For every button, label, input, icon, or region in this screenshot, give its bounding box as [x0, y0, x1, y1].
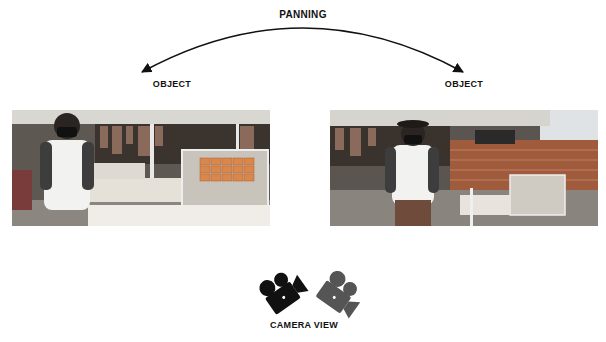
panning-arc: [142, 28, 463, 72]
left-photo: [12, 110, 270, 226]
arc-label: PANNING: [279, 9, 326, 20]
object-label: OBJECT: [153, 79, 191, 89]
camera-icon: [256, 263, 309, 315]
camera-label: CAMERA VIEW: [270, 320, 338, 330]
camera-icon: [315, 268, 368, 320]
right-photo: [330, 110, 598, 226]
object-label: OBJECT: [445, 79, 483, 89]
